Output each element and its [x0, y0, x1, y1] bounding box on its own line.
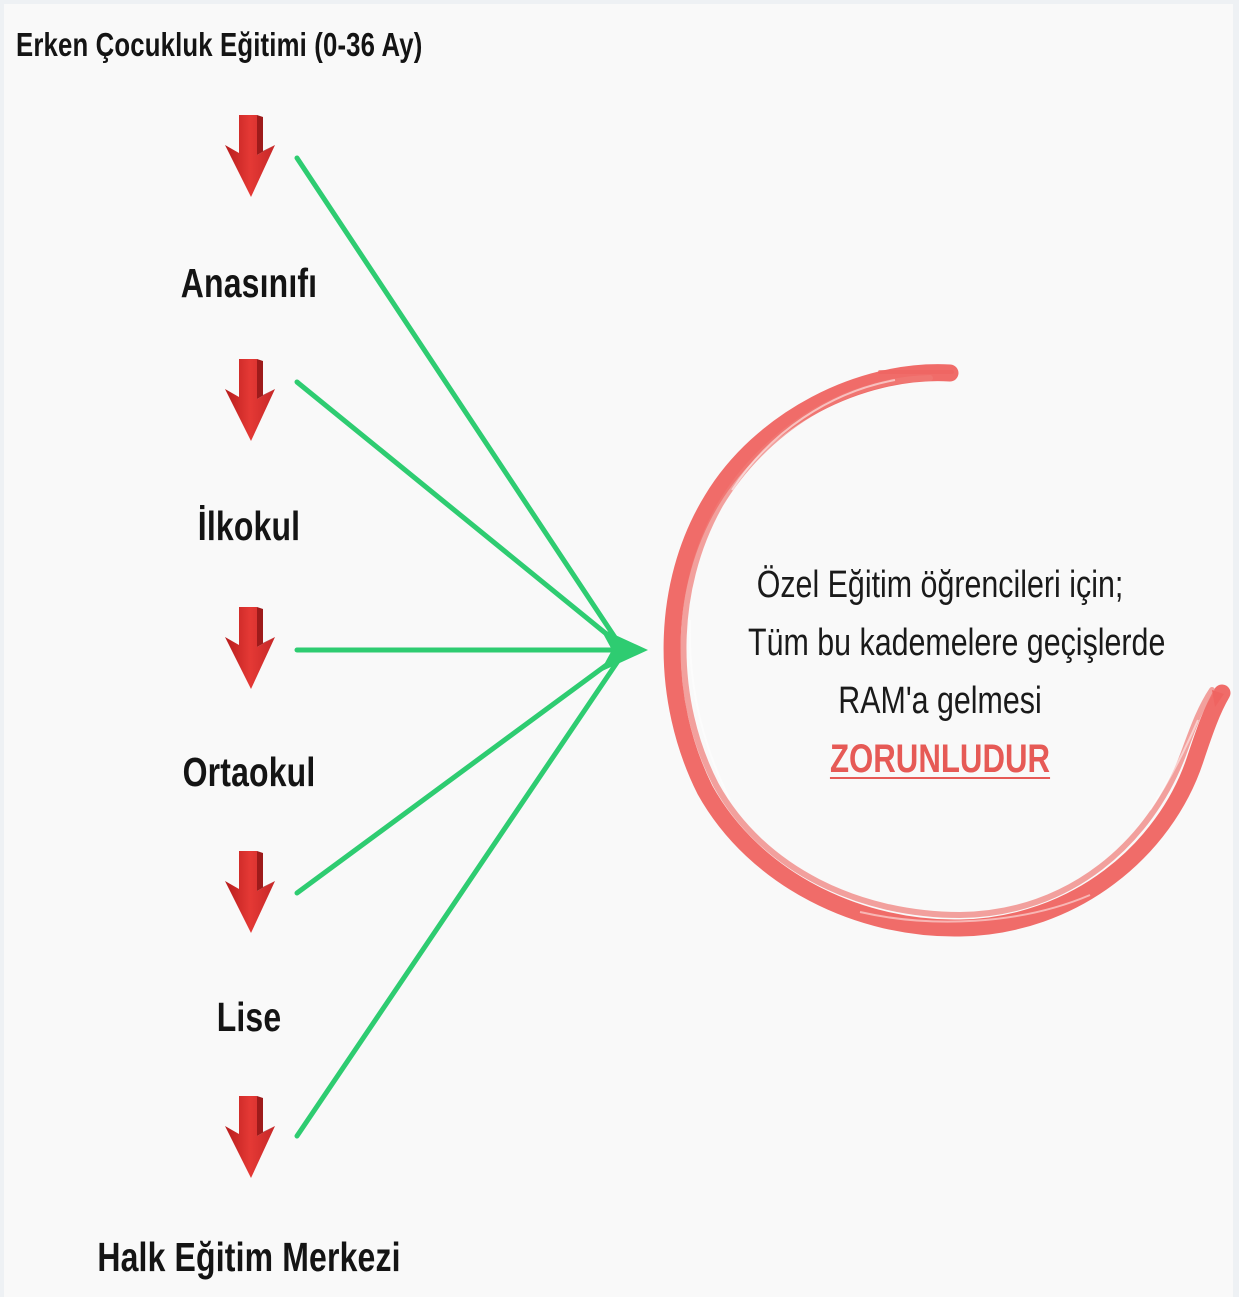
- connector-line-2: [294, 379, 623, 648]
- connector-line-5: [294, 655, 623, 1139]
- red-down-arrow-icon: [225, 1096, 275, 1178]
- callout-emphasis: ZORUNLUDUR: [829, 737, 1051, 781]
- connectors: [294, 155, 625, 1139]
- green-arrowhead-icon: [600, 628, 648, 672]
- callout-text: Özel Eğitim öğrencileri için; Tüm bu kad…: [700, 556, 1180, 788]
- red-down-arrow-icon: [225, 115, 275, 197]
- red-down-arrow-icon: [225, 851, 275, 933]
- connector-line-4: [294, 652, 623, 896]
- callout-line-3: RAM'a gelmesi: [838, 680, 1042, 722]
- stage-label-ilkokul: İlkokul: [197, 503, 301, 549]
- callout-line-1: Özel Eğitim öğrencileri için;: [756, 564, 1124, 606]
- brush-circle: [663, 364, 1231, 937]
- stage-label-ortaokul: Ortaokul: [182, 749, 316, 795]
- callout-line-2: Tüm bu kademelere geçişlerde: [748, 622, 1166, 664]
- stage-label-lise: Lise: [216, 994, 282, 1040]
- connector-line-1: [294, 155, 623, 648]
- stage-label-anasinifi: Anasınıfı: [180, 260, 318, 306]
- red-down-arrow-icon: [225, 359, 275, 441]
- red-down-arrow-icon: [225, 607, 275, 689]
- diagram-title: Erken Çocukluk Eğitimi (0-36 Ay): [16, 26, 423, 63]
- stage-label-halk-egitim-merkezi: Halk Eğitim Merkezi: [97, 1234, 401, 1280]
